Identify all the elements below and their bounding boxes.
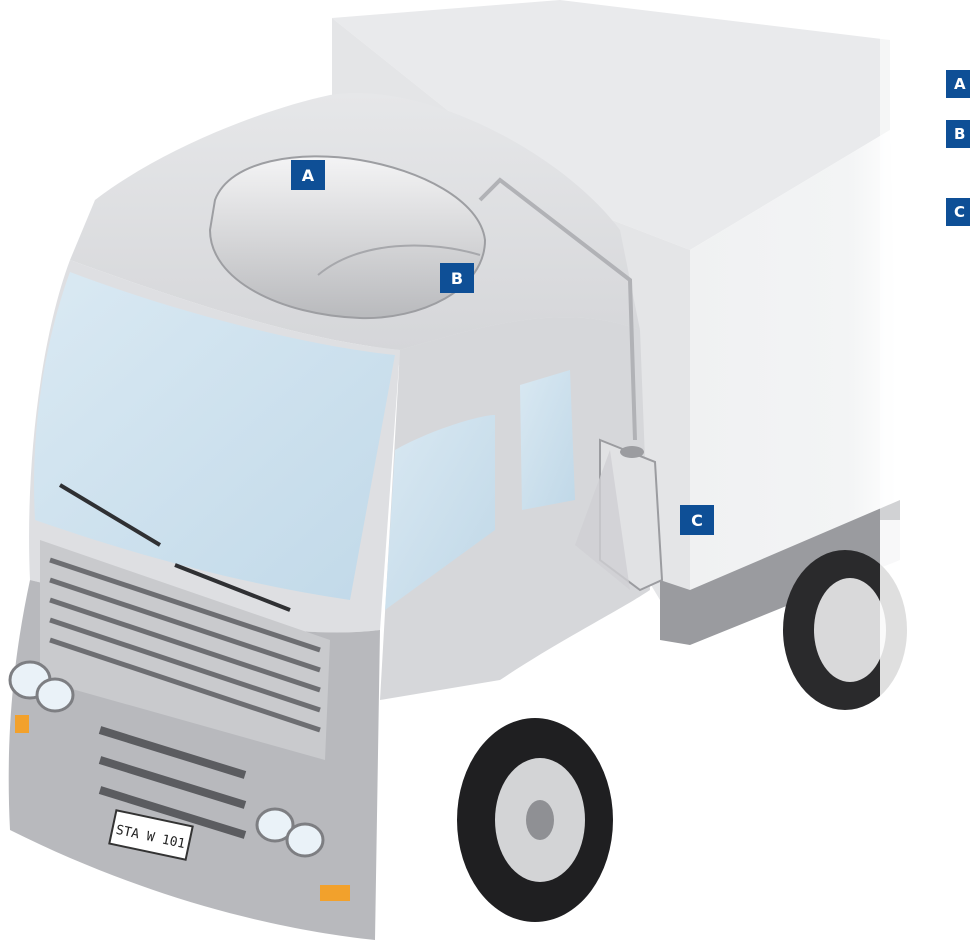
marker-a: A (291, 160, 325, 190)
indicator-light (320, 885, 350, 901)
front-wheel (457, 718, 613, 922)
legend-key-b: B (946, 120, 970, 148)
legend-key-a: A (946, 70, 970, 98)
marker-b: B (440, 263, 474, 293)
legend-key-c: C (946, 198, 970, 226)
indicator-light (15, 715, 29, 733)
marker-c: C (680, 505, 714, 535)
